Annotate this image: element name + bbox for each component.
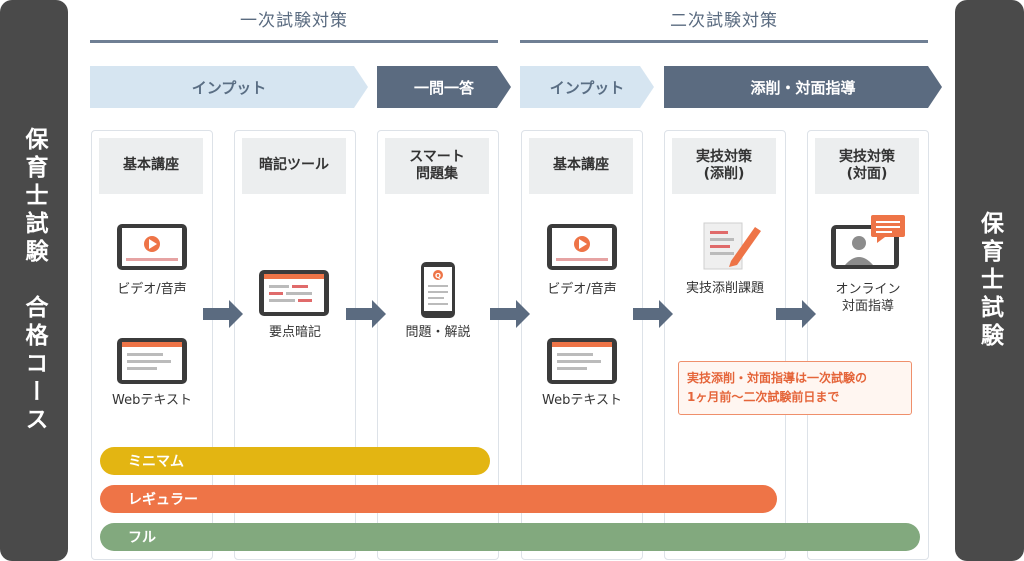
step-label: インプット <box>549 78 625 97</box>
smartphone-icon: Q <box>421 262 455 318</box>
item-label: オンライン 対面指導 <box>835 282 901 314</box>
plan-bar-minimum: ミニマム <box>100 447 490 475</box>
item-label: ビデオ/音声 <box>117 282 187 297</box>
step-label: インプット <box>191 78 267 97</box>
item-label: 実技添削課題 <box>685 281 764 296</box>
column-heading: スマート 問題集 <box>385 138 489 194</box>
step-correction-coaching: 添削・対面指導 <box>664 66 942 108</box>
item-label: 要点暗記 <box>268 325 321 340</box>
step-qa: 一問一答 <box>377 66 511 108</box>
plan-bar-regular: レギュラー <box>100 485 777 513</box>
column-heading: 基本講座 <box>99 138 203 194</box>
document-pen-icon <box>703 222 761 270</box>
plan-label: フル <box>128 530 156 546</box>
svg-text:Q: Q <box>435 272 441 280</box>
column-heading: 実技対策 (添削) <box>672 138 776 194</box>
flow-arrow-icon <box>776 300 816 328</box>
flow-arrow-icon <box>633 300 673 328</box>
plan-label: レギュラー <box>128 492 198 508</box>
flow-arrow-icon <box>203 300 243 328</box>
web-text-tablet-icon <box>547 338 617 384</box>
web-text-tablet-icon <box>117 338 187 384</box>
phase-divider-second <box>520 40 928 43</box>
right-banner-text: 保育士試験 <box>976 210 1003 351</box>
phase-title-second: 二次試験対策 <box>670 11 778 31</box>
video-tablet-icon <box>117 224 187 270</box>
video-tablet-icon <box>547 224 617 270</box>
flow-arrow-icon <box>346 300 386 328</box>
item-label: Webテキスト <box>112 393 192 408</box>
right-banner: 保育士試験 <box>955 0 1024 561</box>
left-banner-text: 保育士試験 合格コース <box>21 126 47 435</box>
item-label: ビデオ/音声 <box>547 282 617 297</box>
column-heading: 暗記ツール <box>242 138 346 194</box>
phase-title-first: 一次試験対策 <box>240 11 348 31</box>
step-input-second: インプット <box>520 66 654 108</box>
step-label: 添削・対面指導 <box>750 78 856 97</box>
column-heading: 基本講座 <box>529 138 633 194</box>
column-practical-face <box>807 130 929 560</box>
item-label: 問題・解説 <box>405 325 471 340</box>
plan-label: ミニマム <box>128 454 184 470</box>
flow-arrow-icon <box>490 300 530 328</box>
online-meeting-icon <box>831 215 905 269</box>
memory-tablet-icon <box>259 270 329 316</box>
step-input-first: インプット <box>90 66 368 108</box>
schedule-note: 実技添削・対面指導は一次試験の 1ヶ月前〜二次試験前日まで <box>678 361 912 415</box>
phase-divider-first <box>90 40 498 43</box>
step-label: 一問一答 <box>413 78 474 97</box>
column-heading: 実技対策 (対面) <box>815 138 919 194</box>
item-label: Webテキスト <box>542 393 622 408</box>
left-banner: 保育士試験 合格コース <box>0 0 68 561</box>
plan-bar-full: フル <box>100 523 920 551</box>
